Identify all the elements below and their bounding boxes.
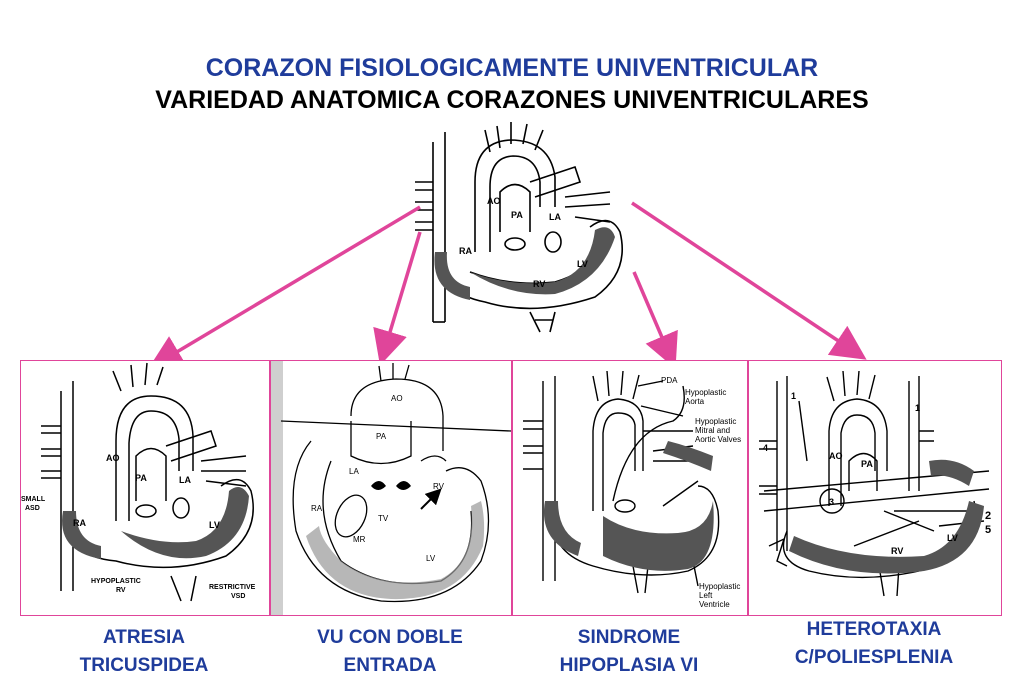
- label-asd: ASD: [25, 505, 40, 512]
- caption-line1: SINDROME: [577, 627, 681, 648]
- label-3: 3: [829, 497, 834, 507]
- label-lv: LV: [209, 520, 220, 530]
- label-rv: RV: [433, 482, 445, 491]
- label-restrictive: RESTRICTIVE: [209, 584, 256, 591]
- caption-heterotaxia: HETEROTAXIA C/POLIESPLENIA: [748, 616, 1000, 672]
- label-pa: PA: [135, 473, 147, 483]
- label-la: LA: [549, 212, 561, 222]
- label-hypo-lv-3: Ventricle: [699, 600, 730, 609]
- label-la: LA: [179, 475, 191, 485]
- panel-atresia-tricuspidea: AO PA LA RA LV SMALL ASD HYPOPLASTIC RV …: [20, 360, 270, 616]
- diagram-heterotaxia: 1 1 4 AO PA 3 RV LV 2 5: [759, 370, 991, 597]
- caption-line1: ATRESIA: [103, 627, 185, 648]
- page-title-line1: CORAZON FISIOLOGICAMENTE UNIVENTRICULAR: [205, 54, 819, 82]
- label-la: LA: [349, 467, 359, 476]
- label-hypo-lv-2: Left: [699, 591, 713, 600]
- label-small: SMALL: [21, 496, 46, 503]
- label-ra: RA: [459, 246, 472, 256]
- label-2: 2: [985, 510, 991, 522]
- vena-cava: [432, 132, 446, 322]
- label-hypo-mitral-3: Aortic Valves: [695, 435, 741, 444]
- label-pa: PA: [511, 210, 523, 220]
- label-1a: 1: [791, 391, 796, 401]
- label-pa: PA: [376, 432, 387, 441]
- caption-line2: TRICUSPIDEA: [79, 655, 209, 676]
- label-pda: PDA: [661, 376, 678, 385]
- caption-line1: VU CON DOBLE: [317, 627, 463, 648]
- label-ra: RA: [311, 504, 323, 513]
- label-tv: TV: [378, 514, 389, 523]
- label-ao: AO: [391, 394, 403, 403]
- label-hypo-aorta-2: Aorta: [685, 397, 705, 406]
- caption-hipoplasia: SINDROME HIPOPLASIA VI: [512, 624, 746, 680]
- main-heart-diagram: AO PA LA RA LV RV: [415, 122, 624, 333]
- aortic-arch: [474, 139, 556, 252]
- label-hypo-lv: Hypoplastic: [699, 582, 740, 591]
- label-4: 4: [763, 443, 768, 453]
- label-mr: MR: [353, 535, 366, 544]
- caption-line1: HETEROTAXIA: [806, 619, 942, 640]
- label-hypo-aorta: Hypoplastic: [685, 388, 726, 397]
- label-rv: RV: [891, 546, 903, 556]
- pulmonary-artery: [499, 183, 531, 232]
- label-lv: LV: [577, 259, 588, 269]
- panel-heterotaxia: 1 1 4 AO PA 3 RV LV 2 5: [748, 360, 1002, 616]
- label-ao: AO: [487, 196, 501, 206]
- caption-line2: HIPOPLASIA VI: [559, 655, 699, 676]
- diagram-vu: AO PA LA RA RV TV MR LV: [271, 361, 511, 615]
- arrow-to-panel-1: [147, 205, 421, 370]
- label-5: 5: [985, 524, 991, 536]
- label-rv: RV: [533, 279, 545, 289]
- caption-line2: ENTRADA: [343, 655, 437, 676]
- label-ao: AO: [829, 451, 843, 461]
- label-ao: AO: [106, 453, 120, 463]
- panel-sindrome-hipoplasia: PDA Hypoplastic Aorta Hypoplastic Mitral…: [512, 360, 748, 616]
- label-hypo-mitral-2: Mitral and: [695, 426, 730, 435]
- label-vsd: VSD: [231, 593, 245, 600]
- label-hypoplastic: HYPOPLASTIC: [91, 578, 141, 585]
- diagram-hipoplasia: PDA Hypoplastic Aorta Hypoplastic Mitral…: [523, 370, 741, 609]
- label-1b: 1: [915, 403, 920, 413]
- label-rv: RV: [116, 587, 126, 594]
- label-lv: LV: [947, 533, 958, 543]
- caption-line2: C/POLIESPLENIA: [794, 647, 954, 668]
- page-title-line2: VARIEDAD ANATOMICA CORAZONES UNIVENTRICU…: [155, 86, 869, 114]
- arrow-to-panel-4: [631, 201, 867, 360]
- diagram-atresia: AO PA LA RA LV SMALL ASD HYPOPLASTIC RV …: [21, 362, 256, 602]
- caption-atresia: ATRESIA TRICUSPIDEA: [20, 624, 268, 680]
- label-ra: RA: [73, 518, 86, 528]
- label-pa: PA: [861, 459, 873, 469]
- label-lv: LV: [426, 554, 436, 563]
- label-hypo-mitral: Hypoplastic: [695, 417, 736, 426]
- caption-vu: VU CON DOBLE ENTRADA: [270, 624, 510, 680]
- panel-vu-doble-entrada: AO PA LA RA RV TV MR LV: [270, 360, 512, 616]
